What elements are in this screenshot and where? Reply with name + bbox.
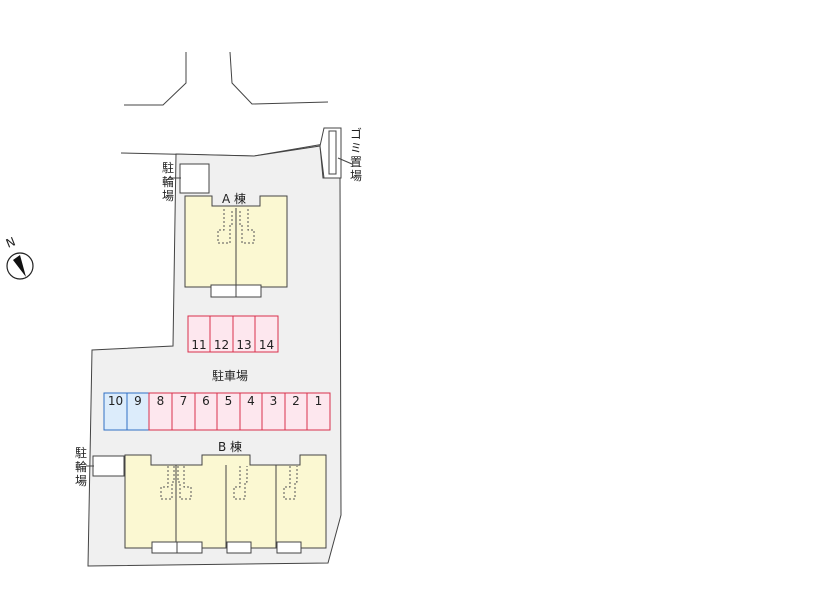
parking-space-1 (306, 392, 331, 431)
garbage-area (319, 127, 353, 179)
bike-bottom-char-1: 駐 (75, 445, 87, 460)
parking-number-6: 6 (202, 394, 210, 408)
building-b (124, 454, 327, 554)
parking-number-3: 3 (270, 394, 278, 408)
building-a (184, 195, 288, 298)
parking-number-12: 12 (214, 338, 229, 352)
bike-parking-bottom-label: 駐 輪 場 (75, 445, 87, 488)
building-b-label: B 棟 (218, 439, 242, 454)
parking-number-1: 1 (315, 394, 323, 408)
parking-number-10: 10 (108, 394, 123, 408)
garbage-label-char-1: ゴ (350, 126, 362, 141)
parking-number-4: 4 (247, 394, 255, 408)
bike-parking-top (179, 163, 210, 194)
roads (120, 51, 329, 157)
north-label: N (4, 234, 18, 250)
parking-space-14 (254, 315, 279, 353)
parking-number-14: 14 (259, 338, 274, 352)
parking-number-5: 5 (225, 394, 233, 408)
bike-bottom-char-2: 輪 (75, 459, 87, 474)
bike-top-char-2: 輪 (162, 174, 174, 189)
bike-parking-bottom (92, 455, 125, 477)
parking-row-upper: 11 12 13 14 (187, 315, 279, 353)
bike-top-char-1: 駐 (162, 160, 174, 175)
parking-number-8: 8 (157, 394, 165, 408)
garbage-label-char-4: 場 (350, 169, 362, 183)
parking-number-2: 2 (292, 394, 300, 408)
parking-number-11: 11 (191, 338, 206, 352)
parking-label: 駐車場 (212, 368, 248, 383)
bike-bottom-char-3: 場 (75, 474, 87, 488)
building-a-label: A 棟 (222, 191, 246, 206)
garbage-label-char-2: ミ (350, 141, 362, 155)
parking-row-lower: 10 9 8 7 6 5 4 3 2 1 (103, 392, 331, 431)
north-compass-icon (6, 252, 34, 280)
parking-number-13: 13 (236, 338, 251, 352)
garbage-label-char-3: 置 (350, 155, 362, 169)
parking-number-9: 9 (134, 394, 142, 408)
bike-parking-top-label: 駐 輪 場 (162, 160, 174, 203)
garbage-label: ゴ ミ 置 場 (350, 126, 362, 183)
parking-number-7: 7 (180, 394, 188, 408)
bike-top-char-3: 場 (162, 189, 174, 203)
